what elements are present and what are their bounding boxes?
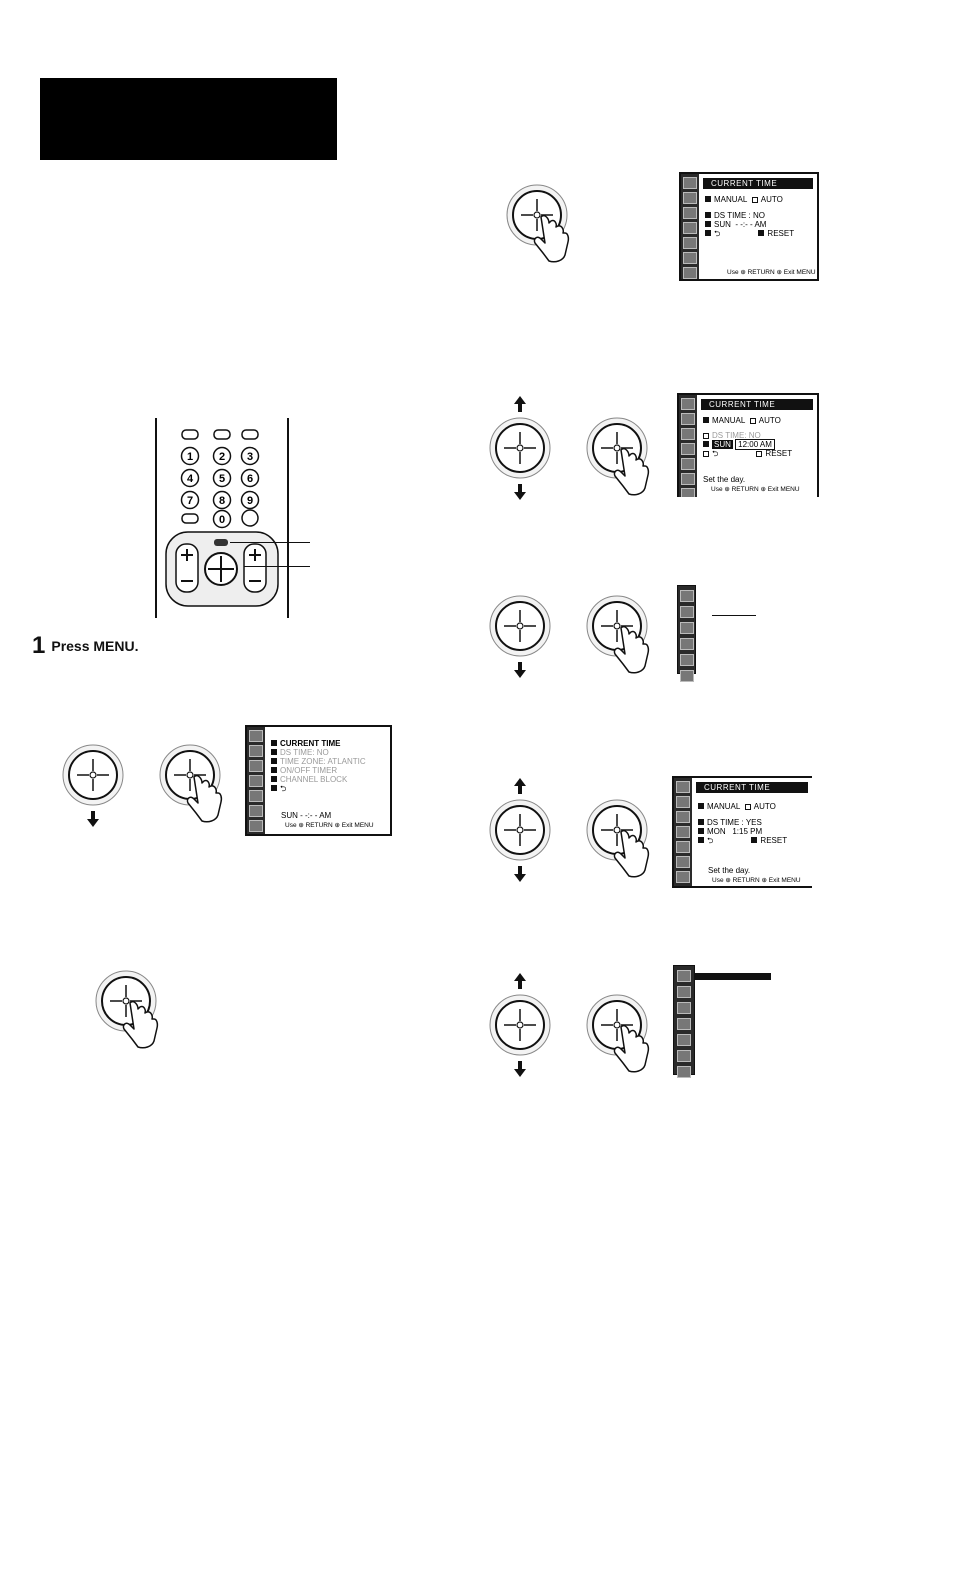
remote-key-label: 2 — [219, 451, 225, 463]
osd-title: CURRENT TIME — [701, 399, 813, 410]
remote-key-8 — [212, 490, 232, 510]
osd-footer: Use ⊕ RETURN ⊕ Exit MENU — [711, 486, 800, 493]
osd-title: CURRENT TIME — [696, 782, 808, 793]
step-text: Press MENU. — [51, 638, 139, 654]
jog-dial-rotate-icon — [62, 744, 124, 827]
mode-row: MANUAL AUTO — [703, 416, 781, 426]
remote-key-1 — [180, 446, 200, 466]
remote-control-illustration: 1 2 3 4 5 6 7 8 9 0 — [155, 418, 289, 618]
panel-title-bar — [694, 973, 771, 980]
remote-key-0 — [212, 509, 232, 529]
step-number: 1 — [32, 632, 46, 659]
remote-key-7 — [180, 490, 200, 510]
osd-partial-panel — [677, 585, 696, 682]
return-reset-row: ⮌RESET — [698, 836, 787, 846]
jog-dial-press-icon — [586, 595, 650, 674]
remote-key-label: 1 — [187, 451, 193, 463]
menu-item-channel-block: CHANNEL BLOCK — [271, 775, 347, 785]
panel-underline — [712, 615, 756, 616]
remote-key-label: 7 — [187, 495, 193, 507]
osd-main-menu: CURRENT TIME DS TIME: NO TIME ZONE: ATLA… — [245, 725, 392, 836]
jog-dial-press-icon — [586, 994, 650, 1073]
jog-dial-press-icon — [586, 417, 650, 496]
ds-time-row: DS TIME : NO — [705, 211, 765, 221]
menu-item-return: ⮌ — [271, 784, 286, 794]
jog-dial-rotate-icon — [489, 396, 551, 500]
jog-dial-rotate-icon — [489, 778, 551, 882]
jog-dial-press-icon — [586, 799, 650, 878]
remote-key-6 — [240, 468, 260, 488]
jog-dial-rotate-icon — [489, 973, 551, 1077]
day-time-row: SUN - -:- - AM — [705, 220, 766, 230]
return-reset-row: ⮌RESET — [705, 229, 794, 239]
osd-current-time-3: CURRENT TIME MANUAL AUTO DS TIME : YES M… — [672, 776, 812, 888]
remote-key-4 — [180, 468, 200, 488]
menu-item-time-zone: TIME ZONE: ATLANTIC — [271, 757, 366, 767]
remote-key-label: 5 — [219, 473, 225, 485]
remote-key-9 — [240, 490, 260, 510]
remote-key-label: 0 — [219, 514, 225, 526]
jog-dial-rotate-icon — [489, 595, 551, 678]
jog-dial-press-icon — [506, 184, 570, 263]
osd-current-time-2: CURRENT TIME MANUAL AUTO DS TIME: NO SUN… — [677, 393, 819, 497]
remote-key-label: 4 — [187, 473, 194, 485]
remote-key-2 — [212, 446, 232, 466]
menu-item-ds-time: DS TIME: NO — [271, 748, 329, 758]
osd-hint: Set the day. — [703, 475, 746, 484]
return-reset-row: ⮌RESET — [703, 449, 792, 459]
osd-title: CURRENT TIME — [703, 178, 813, 189]
osd-hint: Set the day. — [708, 866, 751, 875]
menu-item-current-time: CURRENT TIME — [271, 739, 340, 749]
section-header-bar — [40, 78, 337, 160]
mode-row: MANUAL AUTO — [705, 195, 783, 205]
ds-time-row: DS TIME: NO — [703, 431, 761, 441]
jog-dial-press-icon — [95, 970, 159, 1049]
menu-key-leader-line — [230, 542, 310, 543]
remote-key-label: 3 — [247, 451, 253, 463]
osd-current-time-1: CURRENT TIME MANUAL AUTO DS TIME : NO SU… — [679, 172, 819, 281]
jog-key-leader-line — [244, 566, 310, 567]
remote-key-label: 6 — [247, 473, 253, 485]
ds-time-row: DS TIME : YES — [698, 818, 762, 828]
osd-footer: Use ⊕ RETURN ⊕ Exit MENU — [285, 822, 374, 829]
osd-footer: Use ⊕ RETURN ⊕ Exit MENU — [727, 269, 816, 276]
jog-dial-press-icon — [159, 744, 223, 823]
osd-time-line: SUN - -:- - AM — [281, 811, 332, 820]
remote-key-5 — [212, 468, 232, 488]
osd-footer: Use ⊕ RETURN ⊕ Exit MENU — [712, 877, 801, 884]
day-time-row: SUN 12:00 AM — [703, 439, 775, 450]
remote-key-3 — [240, 446, 260, 466]
step-1-label: 1 Press MENU. — [32, 632, 139, 660]
menu-item-timer: ON/OFF TIMER — [271, 766, 337, 776]
day-time-row: MON 1:15 PM — [698, 827, 762, 837]
mode-row: MANUAL AUTO — [698, 802, 776, 812]
osd-sidebar — [247, 727, 265, 834]
remote-key-label: 8 — [219, 495, 225, 507]
remote-key-label: 9 — [247, 495, 253, 507]
osd-partial-panel-2 — [673, 965, 695, 1078]
